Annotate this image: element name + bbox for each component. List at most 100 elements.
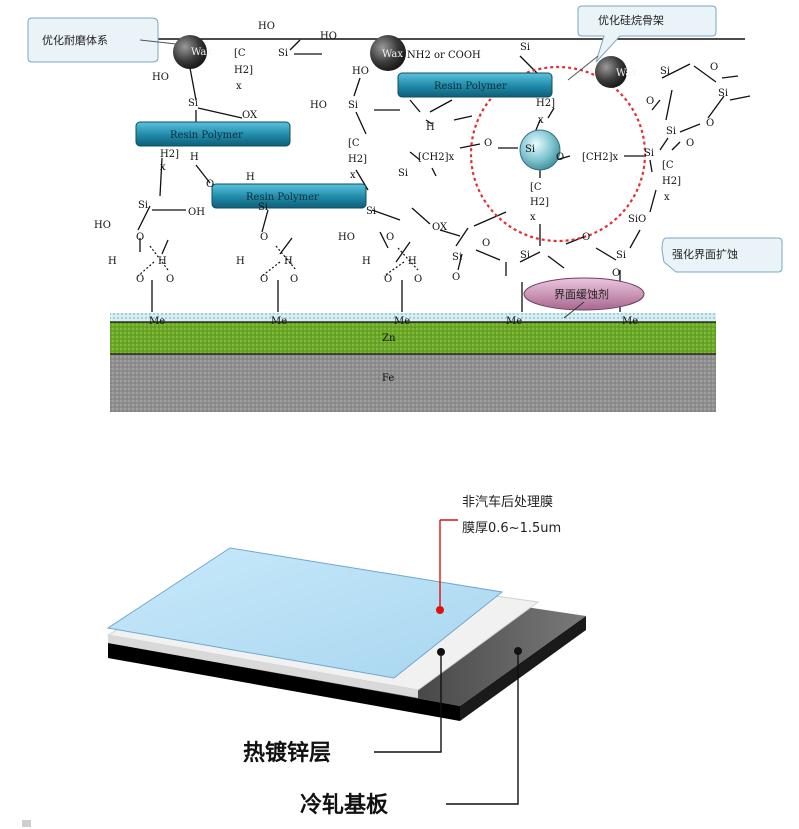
aftertreatment-film-layer bbox=[106, 547, 504, 679]
svg-text:[C: [C bbox=[234, 48, 246, 59]
wax-label: Wax bbox=[382, 49, 403, 60]
silane-sphere bbox=[519, 129, 561, 171]
svg-text:O: O bbox=[290, 274, 298, 285]
corner-mark bbox=[22, 820, 31, 827]
svg-text:HO: HO bbox=[94, 220, 111, 231]
zinc-marker bbox=[437, 648, 445, 656]
svg-text:O: O bbox=[206, 179, 214, 190]
silane-highlight-ring bbox=[469, 65, 647, 243]
hydrogen-bonds bbox=[137, 245, 419, 277]
svg-text:H: H bbox=[246, 172, 255, 183]
svg-text:Si: Si bbox=[644, 148, 654, 159]
svg-text:Si: Si bbox=[525, 144, 535, 155]
svg-text:H2]: H2] bbox=[234, 65, 253, 76]
svg-text:H2]: H2] bbox=[160, 149, 179, 160]
svg-text:x: x bbox=[160, 162, 166, 173]
svg-text:O: O bbox=[414, 274, 422, 285]
svg-text:Si: Si bbox=[452, 252, 462, 263]
svg-text:Si: Si bbox=[348, 100, 358, 111]
resin-polymer-bar: Resin Polymer bbox=[211, 183, 367, 209]
film-marker bbox=[436, 606, 444, 614]
svg-text:H2]: H2] bbox=[536, 98, 555, 109]
me-label: Me bbox=[394, 316, 410, 327]
svg-text:O: O bbox=[166, 274, 174, 285]
svg-text:Si: Si bbox=[138, 200, 148, 211]
svg-text:Si: Si bbox=[366, 206, 376, 217]
wax-functional-group: NH2 or COOH bbox=[407, 50, 481, 61]
wax-label: Wax bbox=[191, 47, 212, 58]
callout-interface: 强化界面扩蚀 bbox=[661, 237, 783, 273]
callout-silane-skeleton: 优化硅烷骨架 bbox=[567, 5, 717, 81]
cold-rolled-steel-edge bbox=[108, 643, 460, 721]
svg-text:O: O bbox=[582, 232, 590, 243]
svg-text:x: x bbox=[664, 192, 670, 203]
svg-text:H: H bbox=[236, 256, 245, 267]
svg-text:H2]: H2] bbox=[662, 176, 681, 187]
svg-text:x: x bbox=[350, 170, 356, 181]
svg-text:HO: HO bbox=[338, 232, 355, 243]
fe-label: Fe bbox=[382, 373, 394, 384]
svg-text:O: O bbox=[646, 96, 654, 107]
svg-text:OH: OH bbox=[188, 207, 205, 218]
svg-text:Si: Si bbox=[520, 42, 530, 53]
svg-text:[CH2]x: [CH2]x bbox=[418, 152, 455, 163]
svg-text:O: O bbox=[136, 274, 144, 285]
svg-text:H2]: H2] bbox=[348, 154, 367, 165]
me-label: Me bbox=[271, 316, 287, 327]
layer-structure-illustration: 非汽车后处理膜 膜厚0.6~1.5um 热镀锌层 冷轧基板 bbox=[106, 494, 586, 818]
svg-text:O: O bbox=[686, 138, 694, 149]
svg-text:SiO: SiO bbox=[628, 214, 646, 225]
svg-text:x: x bbox=[530, 212, 536, 223]
zn-layer bbox=[110, 322, 716, 354]
svg-text:O: O bbox=[706, 118, 714, 129]
svg-text:H: H bbox=[158, 256, 167, 267]
svg-text:Si: Si bbox=[520, 250, 530, 261]
wax-sphere bbox=[173, 35, 207, 69]
svg-text:Si: Si bbox=[660, 66, 670, 77]
steel-marker bbox=[514, 647, 522, 655]
svg-text:Resin Polymer: Resin Polymer bbox=[246, 192, 319, 203]
svg-text:Resin Polymer: Resin Polymer bbox=[434, 81, 507, 92]
svg-text:H2]: H2] bbox=[530, 197, 549, 208]
svg-text:O: O bbox=[384, 274, 392, 285]
svg-text:HO: HO bbox=[310, 100, 327, 111]
callout-wear-system: 优化耐磨体系 bbox=[27, 17, 177, 63]
svg-text:Si: Si bbox=[616, 250, 626, 261]
svg-text:O: O bbox=[260, 274, 268, 285]
me-label: Me bbox=[149, 316, 165, 327]
me-label: Me bbox=[506, 316, 522, 327]
molecular-bonds bbox=[137, 39, 751, 312]
svg-text:强化界面扩蚀: 强化界面扩蚀 bbox=[672, 247, 738, 261]
film-label-name: 非汽车后处理膜 bbox=[462, 494, 553, 510]
svg-text:x: x bbox=[538, 115, 544, 126]
coating-structure-diagram: Zn Fe Me Me Me Me Me bbox=[27, 5, 783, 412]
svg-text:O: O bbox=[452, 272, 460, 283]
wax-label: Wax bbox=[616, 68, 637, 79]
svg-text:H: H bbox=[408, 256, 417, 267]
svg-text:H: H bbox=[190, 152, 199, 163]
wax-sphere bbox=[595, 56, 627, 88]
svg-text:H: H bbox=[362, 256, 371, 267]
svg-text:O: O bbox=[484, 138, 492, 149]
resin-polymer-bar: Resin Polymer bbox=[135, 121, 291, 147]
steel-layer-label: 冷轧基板 bbox=[300, 792, 389, 818]
svg-text:O: O bbox=[612, 268, 620, 279]
svg-text:H: H bbox=[426, 122, 435, 133]
svg-text:Resin Polymer: Resin Polymer bbox=[170, 130, 243, 141]
film-label-thickness: 膜厚0.6~1.5um bbox=[462, 521, 561, 536]
interface-layer bbox=[110, 313, 716, 322]
svg-text:Si: Si bbox=[718, 88, 728, 99]
svg-text:Si: Si bbox=[278, 48, 288, 59]
svg-text:[C: [C bbox=[348, 138, 360, 149]
me-label: Me bbox=[622, 316, 638, 327]
svg-text:O: O bbox=[136, 232, 144, 243]
svg-text:Si: Si bbox=[188, 98, 198, 109]
svg-text:O: O bbox=[556, 152, 564, 163]
svg-text:界面缓蚀剂: 界面缓蚀剂 bbox=[554, 287, 609, 301]
wax-sphere bbox=[370, 35, 406, 71]
svg-text:HO: HO bbox=[320, 31, 337, 42]
svg-text:Si: Si bbox=[398, 168, 408, 179]
svg-text:Si: Si bbox=[666, 126, 676, 137]
resin-polymer-bar: Resin Polymer bbox=[397, 72, 553, 98]
zinc-layer-label: 热镀锌层 bbox=[243, 740, 331, 766]
